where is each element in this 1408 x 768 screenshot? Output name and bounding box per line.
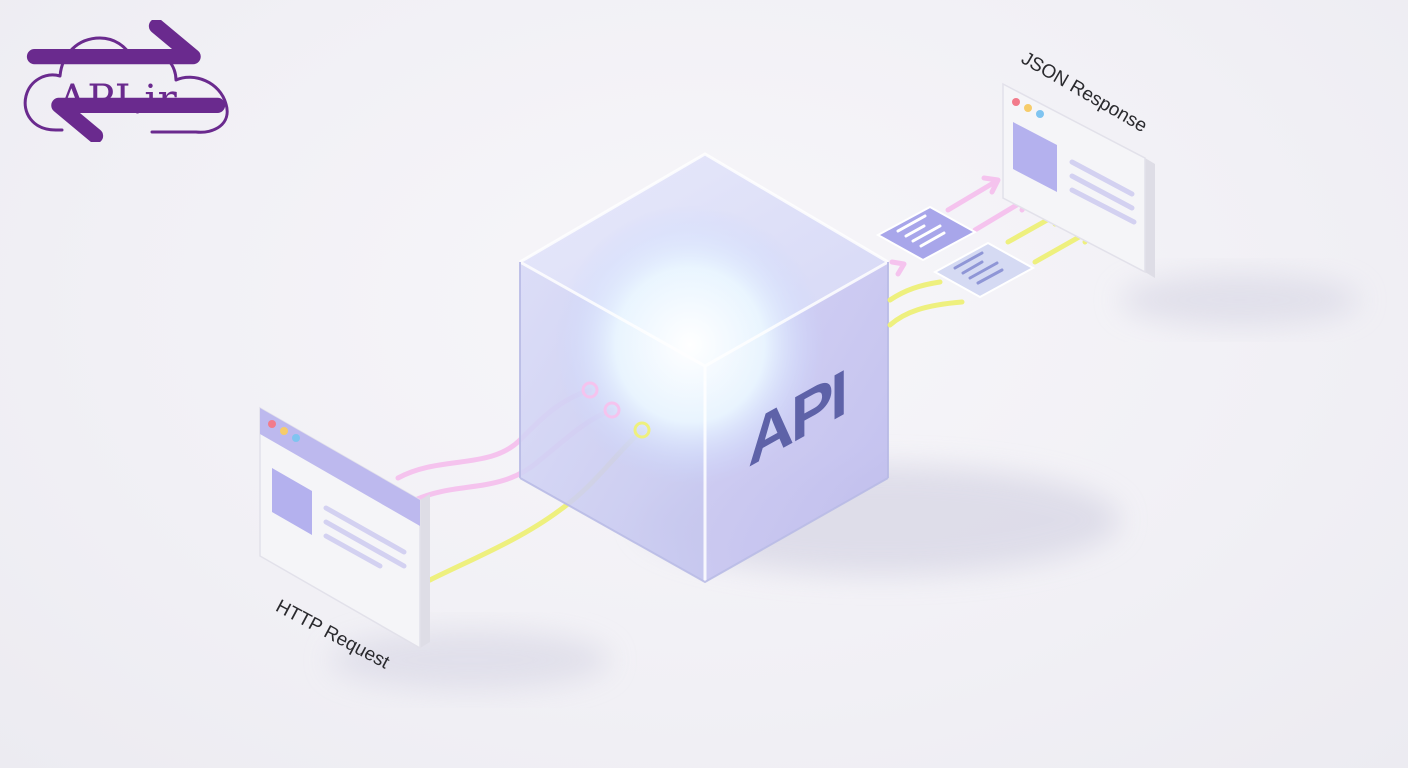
json-card-2-line [953,251,984,270]
json-card-1-line [896,214,927,233]
request-dot-blue [292,434,300,442]
json-card-2 [932,241,1036,299]
response-text-line [1069,187,1137,225]
response-flow-lines [887,179,1091,328]
response-dot-blue [1036,110,1044,118]
cube-edge-top [519,152,889,264]
cube-outline [519,262,889,584]
response-browser-window [1002,82,1155,278]
response-dot-yellow [1024,104,1032,112]
out-line-yellow-1 [887,279,943,303]
out-line-yellow-2 [887,299,965,328]
json-card-2-line [976,268,1004,285]
json-card-1 [875,205,978,262]
cube-core-glow [555,205,825,485]
cube-edge-bottom [519,477,889,584]
request-text-line [323,533,383,569]
response-shadow [1120,274,1360,326]
request-image-placeholder [272,468,312,535]
port-pink-2 [603,401,621,419]
input-ports [581,381,651,439]
response-dot-red [1012,98,1020,106]
out-line-pink-1 [945,179,998,213]
response-text-line [1069,173,1135,211]
request-shadow [330,630,610,690]
response-text-line [1069,159,1135,197]
arrowhead-pink-small [889,259,907,277]
request-window-titlebar [260,408,420,526]
response-window-side [1145,158,1155,278]
port-yellow [633,421,651,439]
request-dot-yellow [280,427,288,435]
json-card-1-line [919,231,946,248]
port-pink-1 [581,381,599,399]
api-ir-logo: API.ir [18,20,234,142]
json-card-2-line [961,260,984,275]
request-text-line [323,519,407,569]
swap-arrows-icon [26,20,226,142]
request-browser-window [259,406,430,650]
json-card-1-line [911,224,942,243]
json-card-2-line [968,261,999,280]
json-card-1-line [904,224,926,238]
request-window-side [420,494,430,648]
cube-edges [519,152,889,582]
response-image-placeholder [1013,122,1057,192]
arrowhead-pink-1 [981,175,1001,195]
request-text-line [323,505,407,555]
request-dot-red [268,420,276,428]
